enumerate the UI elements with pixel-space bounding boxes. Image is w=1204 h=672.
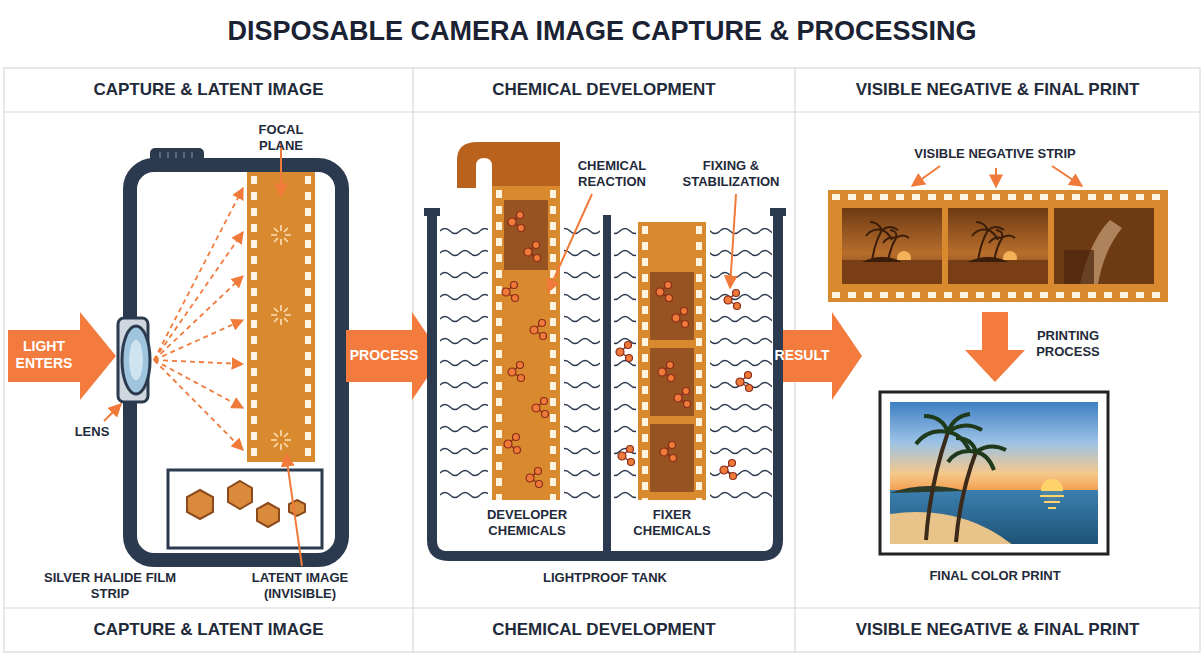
callout-label: FIXING & STABILIZATION xyxy=(672,158,790,189)
callout-label: FIXER CHEMICALS xyxy=(630,507,714,538)
callout-label: CHEMICAL REACTION xyxy=(566,158,658,189)
panel: CHEMICAL DEVELOPMENT CHEMICAL DEVELOPMENT xyxy=(413,68,795,652)
panel-header: CAPTURE & LATENT IMAGE xyxy=(4,68,413,112)
callout-label: LIGHT ENTERS xyxy=(8,338,80,372)
callout-label: PRINTING PROCESS xyxy=(1026,328,1110,359)
callout-label: LENS xyxy=(66,424,118,440)
camera-illustration xyxy=(8,142,342,566)
diagram-title: DISPOSABLE CAMERA IMAGE CAPTURE & PROCES… xyxy=(0,16,1204,47)
panel-header: CHEMICAL DEVELOPMENT xyxy=(413,68,795,112)
negative-and-print xyxy=(828,166,1168,554)
callout-label: RESULT xyxy=(766,347,838,364)
callout-label: FINAL COLOR PRINT xyxy=(900,568,1090,584)
callout-label: DEVELOPER CHEMICALS xyxy=(480,507,574,538)
panel-footer: CAPTURE & LATENT IMAGE xyxy=(4,608,413,652)
callout-label: SILVER HALIDE FILM STRIP xyxy=(40,570,180,601)
panel-footer: CHEMICAL DEVELOPMENT xyxy=(413,608,795,652)
callout-label: FOCAL PLANE xyxy=(240,122,322,153)
callout-label: LIGHTPROOF TANK xyxy=(520,570,690,586)
panel-grid xyxy=(4,68,1200,652)
tank-illustration xyxy=(424,142,786,556)
panel-header: VISIBLE NEGATIVE & FINAL PRINT xyxy=(795,68,1200,112)
callout-label: PROCESS xyxy=(346,347,422,364)
panel-footer: VISIBLE NEGATIVE & FINAL PRINT xyxy=(795,608,1200,652)
callout-label: VISIBLE NEGATIVE STRIP xyxy=(890,146,1100,162)
callout-label: LATENT IMAGE (INVISIBLE) xyxy=(232,570,368,601)
